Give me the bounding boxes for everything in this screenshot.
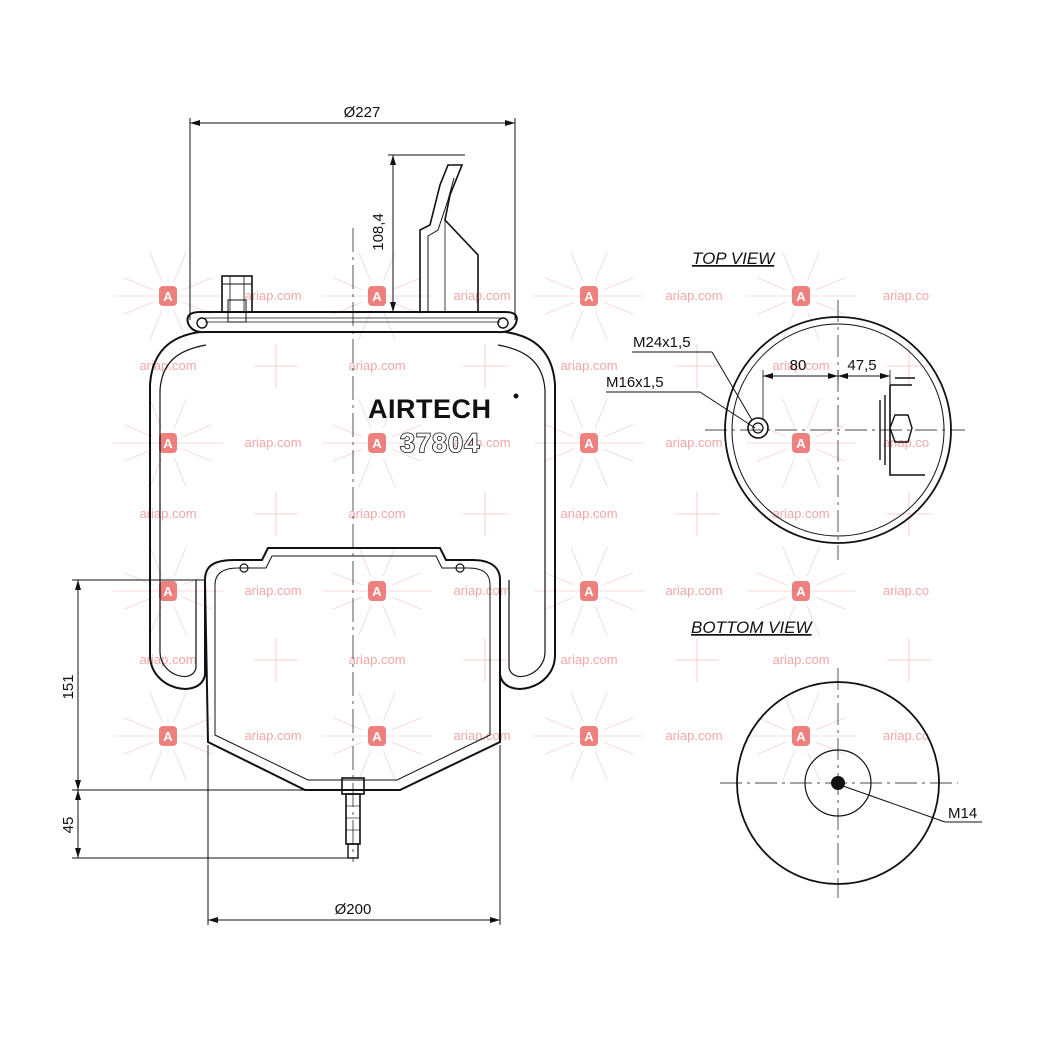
watermark-badge: A bbox=[534, 251, 644, 341]
watermark-text: ariap.com bbox=[772, 358, 829, 373]
watermark-badge-letter: A bbox=[796, 289, 806, 304]
watermark-text: ariap.co bbox=[883, 728, 929, 743]
thread-leaders: M24x1,5 M16x1,5 bbox=[606, 334, 756, 429]
watermark-text: ariap.com bbox=[453, 728, 510, 743]
bottom-view: BOTTOM VIEW M14 bbox=[691, 618, 982, 898]
hole-spacing-dimension: 80 47,5 bbox=[762, 357, 891, 420]
bottom-thread-leader: M14 bbox=[842, 785, 982, 823]
watermark-badge: A bbox=[746, 546, 856, 636]
brand-name: AIRTECH bbox=[368, 394, 492, 424]
watermark-badge-letter: A bbox=[796, 436, 806, 451]
watermark-badge-letter: A bbox=[372, 729, 382, 744]
watermark-text: ariap.com bbox=[453, 583, 510, 598]
piston-height-dimension: 151 bbox=[60, 579, 305, 791]
bracket-height-label: 108,4 bbox=[370, 213, 387, 251]
bottom-diameter-label: Ø200 bbox=[335, 901, 372, 918]
watermark-text: ariap.com bbox=[560, 506, 617, 521]
watermark-badge-letter: A bbox=[584, 289, 594, 304]
air-port-fitting bbox=[221, 275, 253, 323]
watermark-text: ariap.co bbox=[883, 288, 929, 303]
watermark-text: ariap.com bbox=[139, 506, 196, 521]
watermark-badge-letter: A bbox=[372, 289, 382, 304]
watermark-badge-letter: A bbox=[163, 729, 173, 744]
brand-mark bbox=[513, 393, 519, 399]
watermark-badge-letter: A bbox=[584, 729, 594, 744]
watermark-text: ariap.com bbox=[453, 435, 510, 450]
watermark-text: ariap.com bbox=[244, 288, 301, 303]
watermark-text: ariap.com bbox=[244, 728, 301, 743]
bottom-thread-label: M14 bbox=[948, 805, 977, 822]
watermark-text: ariap.co bbox=[883, 583, 929, 598]
hole-spacing-label: 80 bbox=[790, 357, 807, 374]
port-thread-label: M24x1,5 bbox=[633, 334, 691, 351]
watermark-badge-letter: A bbox=[372, 584, 382, 599]
watermark-badge-letter: A bbox=[584, 436, 594, 451]
watermark-badge: A bbox=[113, 251, 223, 341]
top-diameter-dimension: Ø227 bbox=[189, 104, 516, 320]
stud-length-label: 45 bbox=[60, 817, 77, 834]
bottom-stud-hole bbox=[831, 776, 845, 790]
watermark-text: ariap.com bbox=[772, 506, 829, 521]
watermark-text: ariap.com bbox=[772, 652, 829, 667]
piston-height-label: 151 bbox=[60, 674, 77, 699]
top-view-title: TOP VIEW bbox=[692, 249, 776, 268]
hole-offset-label: 47,5 bbox=[847, 357, 876, 374]
watermark-text: ariap.com bbox=[560, 358, 617, 373]
watermark-text: ariap.com bbox=[244, 583, 301, 598]
watermark-badge: A bbox=[746, 691, 856, 781]
watermark-badge: A bbox=[322, 691, 432, 781]
watermark-text: ariap.com bbox=[244, 435, 301, 450]
watermark-badge-letter: A bbox=[163, 436, 173, 451]
watermark-text: ariap.com bbox=[560, 652, 617, 667]
watermark-badge: A bbox=[322, 398, 432, 488]
watermark-text: ariap.com bbox=[348, 358, 405, 373]
watermark-badge: A bbox=[534, 546, 644, 636]
watermark-badge-letter: A bbox=[796, 584, 806, 599]
bottom-diameter-dimension: Ø200 bbox=[207, 745, 501, 925]
watermark-badge-letter: A bbox=[163, 289, 173, 304]
top-diameter-label: Ø227 bbox=[344, 104, 381, 121]
watermark-badge-letter: A bbox=[796, 729, 806, 744]
bellows bbox=[149, 331, 556, 690]
part-number: 37804 bbox=[400, 428, 480, 458]
watermark-text: ariap.com bbox=[665, 288, 722, 303]
stud-length-dimension: 45 bbox=[60, 790, 350, 859]
watermark-badge: A bbox=[322, 546, 432, 636]
side-view: Ø227 108,4 bbox=[60, 104, 556, 925]
bottom-view-title: BOTTOM VIEW bbox=[691, 618, 814, 637]
top-port-hole bbox=[747, 417, 769, 439]
watermark-text: ariap.com bbox=[348, 506, 405, 521]
watermark-badge: A bbox=[746, 251, 856, 341]
bracket-height-dimension: 108,4 bbox=[370, 154, 465, 312]
stud-thread-label: M16x1,5 bbox=[606, 374, 664, 391]
watermark-badge: A bbox=[113, 691, 223, 781]
watermark-text: ariap.com bbox=[665, 435, 722, 450]
mounting-bracket bbox=[419, 164, 479, 312]
watermark-text: ariap.com bbox=[665, 728, 722, 743]
top-bracket bbox=[879, 377, 925, 476]
top-view: TOP VIEW 80 47,5 bbox=[606, 249, 965, 560]
watermark-badge-letter: A bbox=[372, 436, 382, 451]
watermark-text: ariap.com bbox=[453, 288, 510, 303]
watermark-badge: A bbox=[322, 251, 432, 341]
watermark-text: ariap.com bbox=[348, 652, 405, 667]
piston bbox=[203, 547, 501, 791]
watermark-badge: A bbox=[113, 398, 223, 488]
watermark-text: ariap.com bbox=[139, 652, 196, 667]
watermark-badge-letter: A bbox=[163, 584, 173, 599]
watermark-badge: A bbox=[534, 691, 644, 781]
watermark-badge: A bbox=[746, 398, 856, 488]
watermark-badge: A bbox=[534, 398, 644, 488]
watermark-text: ariap.com bbox=[665, 583, 722, 598]
watermark-badge-letter: A bbox=[584, 584, 594, 599]
